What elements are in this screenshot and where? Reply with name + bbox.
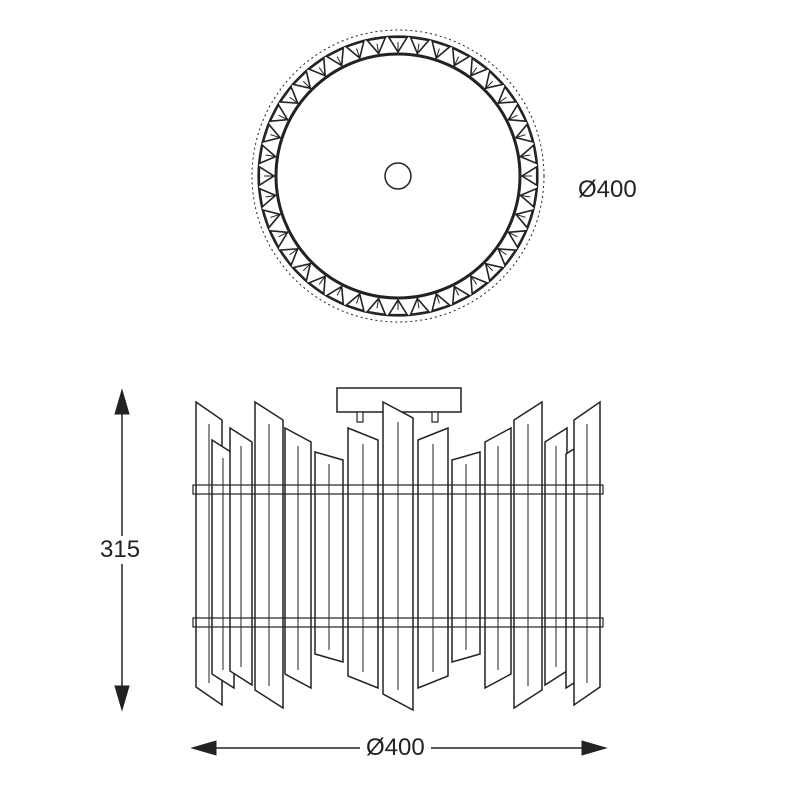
outer-dashed-ring: [251, 29, 545, 323]
upper-ring-band: [192, 484, 604, 495]
crystal-tooth-facet: [265, 154, 276, 158]
crystal-tooth-facet: [318, 276, 326, 285]
crystal-tooth-facet: [435, 293, 440, 304]
crystal-tooth: [431, 40, 452, 60]
crystal-tooth-facet: [336, 56, 343, 66]
crystal-tooth: [344, 292, 365, 312]
crystal-tooth: [258, 143, 278, 165]
crystal-tooth-facet: [520, 194, 531, 198]
crystal-tooth-facet: [278, 114, 288, 121]
crystal-tooth-facet: [515, 213, 526, 218]
canopy-screw-right: [431, 411, 439, 423]
crystal-tooth-facet: [270, 213, 281, 218]
width-diameter-label: Ø400: [360, 734, 431, 762]
crystal-tooth-facet: [508, 231, 518, 238]
crystal-tooth-facet: [498, 248, 507, 256]
crystal-tooth-facet: [520, 154, 531, 158]
crystal-tooth: [307, 56, 327, 77]
crystal-tooth: [262, 209, 282, 230]
width-arrow-right: [581, 740, 608, 756]
crystal-tooth: [431, 292, 452, 312]
canopy-screw-left: [356, 411, 364, 423]
crystal-tooth-facet: [508, 114, 518, 121]
crystal-tooth-facet: [302, 80, 311, 89]
crystal-tooth: [518, 187, 538, 209]
crystal-tooth-facet: [318, 67, 326, 76]
crystal-bars: [195, 400, 601, 712]
crystal-tooth-facet: [302, 263, 311, 272]
crystal-tooth: [497, 247, 518, 267]
crystal-tooth-facet: [515, 134, 526, 139]
crystal-teeth: [258, 36, 538, 316]
crystal-tooth: [365, 296, 387, 316]
crystal-tooth-facet: [416, 298, 420, 309]
crystal-tooth: [262, 122, 282, 143]
crystal-tooth: [365, 36, 387, 56]
crystal-tooth-facet: [270, 134, 281, 139]
height-arrow-bottom: [114, 685, 130, 712]
crystal-tooth: [514, 122, 534, 143]
crystal-tooth-facet: [336, 286, 343, 296]
crystal-tooth-facet: [470, 276, 478, 285]
crystal-tooth-facet: [289, 248, 298, 256]
crystal-tooth: [258, 187, 278, 209]
crystal-tooth-facet: [485, 263, 494, 272]
crystal-tooth: [469, 56, 489, 77]
top-diameter-label: Ø400: [578, 176, 637, 204]
height-arrow-top: [114, 388, 130, 415]
crystal-ring-outer: [257, 35, 539, 317]
lower-ring-band: [192, 617, 604, 628]
mounting-hole: [384, 162, 412, 190]
crystal-tooth-facet: [498, 96, 507, 104]
crystal-tooth: [278, 247, 299, 267]
crystal-tooth: [469, 275, 489, 296]
crystal-tooth-facet: [435, 48, 440, 59]
crystal-tooth-facet: [356, 48, 361, 59]
crystal-tooth-facet: [356, 293, 361, 304]
height-label: 315: [100, 536, 141, 564]
crystal-tooth: [518, 143, 538, 165]
crystal-tooth-facet: [453, 56, 460, 66]
crystal-tooth-facet: [289, 96, 298, 104]
crystal-tooth-facet: [376, 298, 380, 309]
crystal-tooth: [409, 296, 431, 316]
top-view: [251, 29, 545, 323]
crystal-tooth-facet: [265, 194, 276, 198]
crystal-tooth-facet: [470, 67, 478, 76]
crystal-tooth: [497, 85, 518, 105]
crystal-tooth-facet: [278, 231, 288, 238]
crystal-tooth: [514, 209, 534, 230]
crystal-tooth-facet: [453, 286, 460, 296]
crystal-tooth: [409, 36, 431, 56]
crystal-tooth-facet: [416, 43, 420, 54]
side-view: [192, 387, 604, 712]
crystal-tooth: [307, 275, 327, 296]
canopy: [336, 387, 462, 413]
crystal-tooth-facet: [485, 80, 494, 89]
width-arrow-left: [190, 740, 217, 756]
crystal-tooth: [278, 85, 299, 105]
crystal-tooth: [344, 40, 365, 60]
crystal-tooth-facet: [376, 43, 380, 54]
